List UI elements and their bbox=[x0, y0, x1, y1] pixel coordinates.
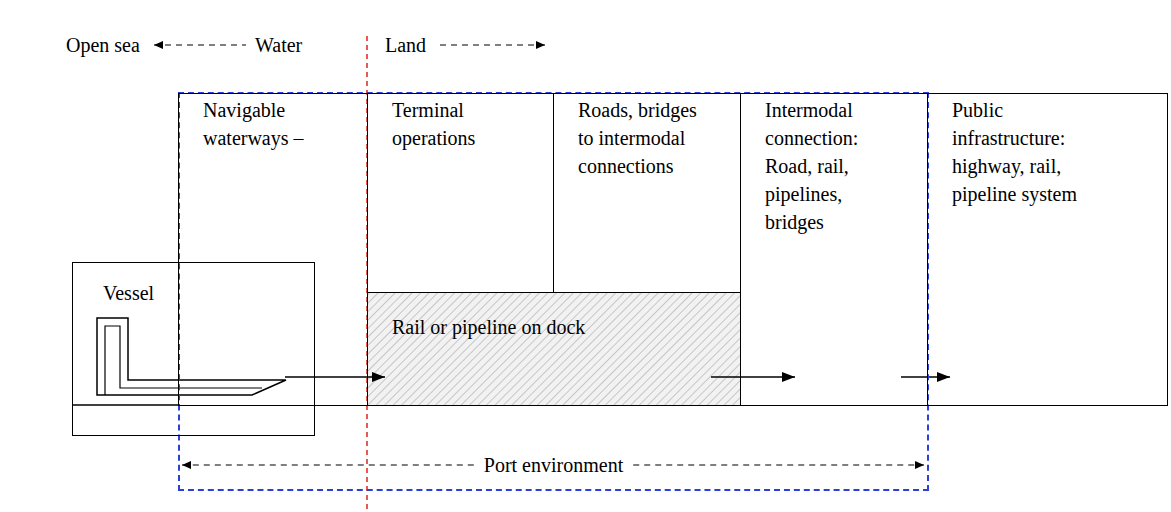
direction-arrow bbox=[154, 44, 246, 45]
box-label: Terminal operations bbox=[392, 96, 502, 152]
box-label: Intermodal connection: Road, rail, pipel… bbox=[765, 96, 885, 236]
box-label: Roads, bridges to intermodal connections bbox=[578, 96, 698, 180]
ship-inner-outline bbox=[105, 326, 262, 395]
box-label: Rail or pipeline on dock bbox=[392, 313, 722, 341]
vessel-box: Vessel bbox=[72, 262, 315, 436]
flow-arrow bbox=[901, 376, 950, 378]
zone-box: Navigable waterways – bbox=[178, 93, 368, 406]
box-label: Public infrastructure: highway, rail, pi… bbox=[952, 96, 1102, 208]
ship-outline bbox=[97, 318, 286, 395]
zone-box: Terminal operations bbox=[367, 93, 554, 293]
zone-box: Public infrastructure: highway, rail, pi… bbox=[927, 93, 1168, 406]
hatched-dock bbox=[367, 292, 741, 406]
region-label: Port environment bbox=[480, 451, 627, 479]
box-label: Navigable waterways – bbox=[203, 96, 313, 152]
flow-arrow bbox=[285, 376, 385, 378]
zone-box: Intermodal connection: Road, rail, pipel… bbox=[740, 93, 928, 406]
region-caption: Water bbox=[255, 32, 302, 58]
port-region: Port environment Navigable waterways – Ter… bbox=[178, 92, 929, 491]
hatched-box: Rail or pipeline on dock bbox=[367, 292, 741, 406]
extent-arrow bbox=[182, 464, 474, 465]
direction-arrow bbox=[440, 44, 545, 45]
extent-arrow bbox=[633, 464, 924, 465]
flow-arrow bbox=[711, 376, 795, 378]
waterline bbox=[72, 404, 180, 406]
region-caption: Land bbox=[385, 32, 426, 58]
box-label: Vessel bbox=[103, 279, 223, 307]
zone-box: Roads, bridges to intermodal connections bbox=[553, 93, 741, 293]
region-caption: Open sea bbox=[66, 32, 140, 58]
